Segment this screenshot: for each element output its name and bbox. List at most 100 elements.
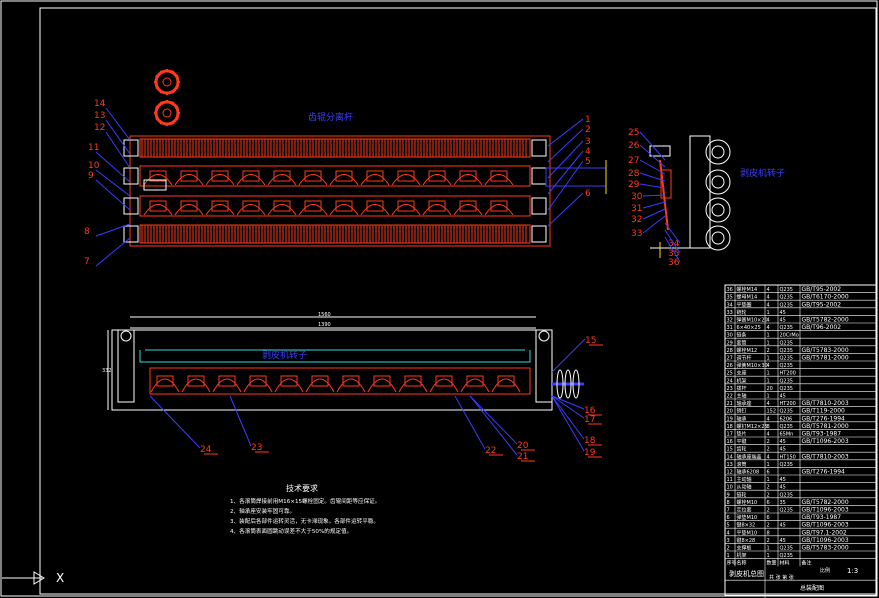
bom-cell: 152	[767, 409, 777, 415]
leader-line	[95, 237, 131, 267]
bom-cell: GB/T1096-2003	[802, 537, 849, 544]
bom-cell: 1	[767, 371, 770, 377]
callout-label: 35	[668, 249, 679, 259]
bom-cell: GB/T1096-2003	[802, 522, 849, 529]
bom-cell: GB/T7810-2003	[802, 453, 849, 460]
callout-label: 18	[584, 436, 596, 446]
bom-cell: 4	[767, 318, 770, 324]
callout-label: 24	[200, 445, 212, 455]
side-view: 252627282930313233343536 剥皮机转子	[628, 128, 785, 268]
leader-line	[551, 395, 585, 452]
bom-cell: GB/T96-2002	[802, 324, 842, 331]
bom-cell: 轴承	[737, 415, 747, 422]
bom-cell: 45	[780, 447, 786, 453]
bom-cell: 1	[767, 553, 770, 559]
roller-tooth	[435, 375, 453, 387]
callout-label: 11	[88, 143, 99, 153]
leader-line	[547, 192, 584, 227]
bom-header: 序号名称数量材料备注	[727, 560, 812, 567]
bom-cell: GB/T276-1994	[802, 469, 846, 476]
bom-cell: 定位套	[737, 507, 752, 514]
bom-cell: Q235	[780, 546, 793, 552]
bom-cell: 3	[727, 538, 730, 544]
bom-cell: Q235	[780, 508, 793, 514]
roller-tooth	[218, 375, 236, 387]
bom-cell: 4	[767, 295, 770, 301]
bom-cell: 22	[727, 394, 733, 400]
callout-label: 2	[585, 125, 591, 135]
notes-lines: 1、各滚筒焊接前用M16×15螺栓固定。齿辊间距等应保证。2、轴承座安装牢固可靠…	[230, 497, 380, 535]
callout-label: 25	[628, 128, 639, 138]
bom-cell: 1	[767, 462, 770, 468]
leader-line	[639, 144, 666, 168]
bom-cell: Q235	[780, 492, 793, 498]
dim-overall: 1560	[318, 312, 331, 318]
bom-header-cell: 材料	[780, 560, 790, 567]
bom-cell: 19	[727, 416, 733, 422]
bom-cell: 45	[780, 485, 786, 491]
bom-cell: 2	[767, 538, 770, 544]
bom-cell: GB/T1096-2003	[802, 438, 849, 445]
bom-cell: GB/T7810-2003	[802, 400, 849, 407]
wheel-icon	[705, 139, 731, 165]
bom-cell: 1	[767, 546, 770, 552]
title-block-scale-label: 比例	[820, 567, 830, 574]
gear-icon	[564, 369, 572, 399]
leader-line	[469, 395, 518, 456]
rotor-label: 齿辊分离杆	[308, 111, 353, 123]
leader-line	[547, 150, 584, 195]
leader-line	[229, 395, 252, 447]
bom-cell: 31	[727, 325, 733, 331]
bom-cell: 45	[780, 310, 786, 316]
bom-cell: 32	[727, 318, 733, 324]
bom-cell: 6	[767, 500, 770, 506]
bom-cell: 34	[727, 302, 733, 308]
leader-line	[664, 236, 681, 263]
bom-cell: 平垫圈	[737, 301, 752, 308]
dim-height: 332	[102, 368, 112, 374]
bom-header-cell: 名称	[737, 560, 747, 567]
bom-cell: 36	[727, 287, 733, 293]
bearing-seat	[117, 329, 135, 403]
bom-cell: Q235	[780, 340, 793, 346]
callout-label: 6	[585, 189, 591, 199]
bom-cell: 17	[727, 432, 733, 438]
callout-label: 30	[631, 192, 643, 202]
callout-label: 12	[94, 123, 105, 133]
bom-cell: GB/T93-1987	[802, 514, 842, 521]
bom-cell: 平垫M10	[737, 529, 758, 536]
bom-cell: 1	[767, 477, 770, 483]
bom-cell: 2	[767, 447, 770, 453]
bom-cell: 机架	[737, 552, 747, 559]
bom-cell: 链轮	[737, 491, 747, 498]
bom-cell: 6	[727, 515, 730, 521]
bom-cell: 1	[767, 394, 770, 400]
roller-tooth	[373, 375, 391, 387]
callout-label: 19	[584, 448, 596, 458]
bom-cell: GB/T119-2000	[802, 408, 846, 415]
callout-label: 10	[88, 161, 100, 171]
bom-cell: 支撑板	[737, 545, 752, 552]
bom-cell: GB/T5782-2000	[802, 499, 849, 506]
roller	[123, 165, 547, 187]
callout-label: 8	[84, 227, 90, 237]
gear-icon	[572, 369, 580, 399]
